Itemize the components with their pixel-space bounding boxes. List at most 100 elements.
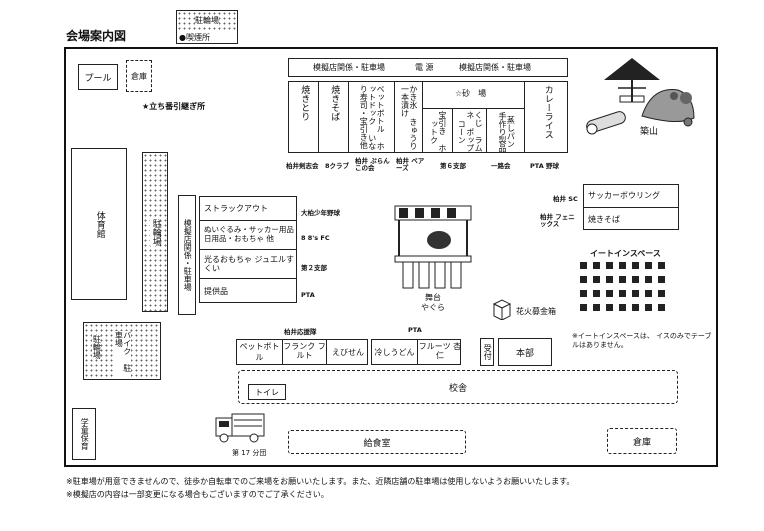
top-stall-row: 焼きとり 焼きそば ベットボトル ホットドック いなり寿司・宝引き他 かき氷 き… bbox=[288, 81, 568, 153]
group-label: 8 8's FC bbox=[301, 234, 330, 242]
stall-teikyo: 提供品 bbox=[204, 286, 228, 296]
stage-illustration bbox=[394, 205, 472, 289]
hanabi-box-icon bbox=[492, 299, 512, 320]
gakudo: 学童保育 bbox=[72, 408, 96, 460]
eatin-seat bbox=[645, 290, 652, 297]
group-label: 柏井 フェニックス bbox=[540, 213, 575, 229]
fire-truck-icon bbox=[215, 413, 265, 443]
stall-petbottle: ベットボトル ホットドック いなり寿司・宝引き他 bbox=[349, 82, 395, 152]
fire-label: 第 17 分団 bbox=[232, 449, 267, 457]
eatin-seat bbox=[632, 276, 639, 283]
eatin-seat bbox=[593, 262, 600, 269]
eatin-seat bbox=[580, 304, 587, 311]
footer-note-1: ※駐車場が用意できませんので、徒歩か自転車でのご来場をお願いいたします。また、近… bbox=[66, 477, 575, 486]
eatin-seat bbox=[645, 304, 652, 311]
eatin-seat bbox=[645, 276, 652, 283]
eatin-seat bbox=[606, 262, 613, 269]
group-label: PTA bbox=[301, 291, 315, 299]
group-label: PTA 野球 bbox=[530, 162, 559, 170]
stall-fruits: フルーツ 杏仁 bbox=[418, 342, 462, 360]
eatin-seat bbox=[645, 262, 652, 269]
stall-struckout: ストラックアウト bbox=[200, 197, 296, 221]
site-boundary bbox=[64, 47, 718, 467]
kitchen: 給食室 bbox=[288, 430, 466, 454]
uketsuke: 受付 bbox=[480, 338, 494, 366]
tsukiyama-illustration bbox=[586, 58, 695, 135]
top-strip-left: 模擬店関係・駐車場 bbox=[313, 63, 385, 72]
stall-nuigurumi: ぬいぐるみ・サッカー用品 日用品・おもちゃ 他 bbox=[200, 221, 296, 250]
stall-ebisen: えびせん bbox=[332, 347, 364, 357]
suna-label: ☆砂 場 bbox=[455, 89, 487, 98]
group-label: 柏井 SC bbox=[553, 195, 578, 203]
eatin-seat bbox=[658, 290, 665, 297]
eatin-seat bbox=[619, 276, 626, 283]
school-building: 校舎 bbox=[238, 370, 678, 404]
group-label: 柏井 ぷらんこの会 bbox=[355, 157, 390, 173]
stall-petbottle-bottom: ペットボトル bbox=[237, 340, 283, 364]
parking-mogi: 模擬店関係・駐車場 bbox=[178, 195, 196, 315]
eatin-seat bbox=[593, 276, 600, 283]
stall-mushipan: 蒸しパン 手作り製品 bbox=[498, 111, 516, 152]
eatin-seat bbox=[619, 304, 626, 311]
honbu: 本部 bbox=[498, 338, 552, 366]
stall-ramune: くじ ラムネ ポップコーン bbox=[453, 108, 487, 152]
gym: 体育館 bbox=[71, 148, 127, 300]
eatin-seat bbox=[632, 290, 639, 297]
legend-parking: 駐輪場 bbox=[177, 11, 237, 30]
eatin-seat bbox=[606, 290, 613, 297]
group-label: 柏井 ベアーズ bbox=[396, 157, 425, 173]
eatin-seat bbox=[580, 276, 587, 283]
stage-label: 舞台 やぐら bbox=[421, 293, 445, 312]
eatin-seat bbox=[658, 304, 665, 311]
suna-area: ☆砂 場 宝引き ホットク くじ ラムネ ポップコーン 蒸しパン 手作り製品 bbox=[423, 82, 525, 152]
top-strip-right: 模擬店関係・駐車場 bbox=[459, 63, 531, 72]
eatin-seat bbox=[658, 276, 665, 283]
right-stall-column: サッカーボウリング 焼きそば bbox=[583, 184, 679, 230]
bottom-stall-row-right: 冷しうどん フルーツ 杏仁 bbox=[371, 339, 461, 365]
bottom-stall-row-left: ペットボトル フランク フルト えびせん bbox=[236, 339, 368, 365]
group-label: 一路会 bbox=[491, 162, 511, 170]
eatin-seat bbox=[593, 290, 600, 297]
stall-hikaru: 光るおもちゃ ジュエルすくい bbox=[200, 250, 296, 279]
group-label: 8クラブ bbox=[325, 162, 350, 170]
eatin-seat bbox=[632, 304, 639, 311]
hanabi-label: 花火募金箱 bbox=[516, 307, 556, 316]
stall-hotok: 宝引き ホットク bbox=[423, 108, 453, 152]
group-label: 第２支部 bbox=[301, 264, 327, 272]
eatin-seat bbox=[632, 262, 639, 269]
legend-smoking: ●喫煙所 bbox=[179, 33, 210, 42]
stall-kakigori: かき氷 きゅうり一本漬け bbox=[395, 82, 423, 152]
stall-curry: カレーライス bbox=[542, 85, 553, 139]
tsukiyama-label: 築山 bbox=[640, 127, 659, 137]
eatin-seat bbox=[580, 262, 587, 269]
legend: 駐輪場 ●喫煙所 bbox=[176, 10, 238, 44]
top-strip: 模擬店関係・駐車場 電 源 模擬店関係・駐車場 bbox=[288, 58, 568, 77]
eatin-seat bbox=[580, 290, 587, 297]
eatin-seat bbox=[593, 304, 600, 311]
top-strip-center: 電 源 bbox=[415, 63, 434, 72]
group-label: 柏井応援隊 bbox=[284, 328, 317, 336]
group-label: 第６支部 bbox=[440, 162, 466, 170]
stall-yakisoba-right: 焼きそば bbox=[588, 214, 620, 224]
stall-udon: 冷しうどん bbox=[372, 340, 418, 364]
group-label: PTA bbox=[408, 326, 422, 334]
storage-big: 倉庫 bbox=[607, 428, 677, 454]
toilet: トイレ bbox=[248, 384, 286, 400]
storage-small: 倉庫 bbox=[126, 60, 152, 92]
stall-soccer-bowling: サッカーボウリング bbox=[584, 185, 678, 208]
stall-yakitori: 焼きとり bbox=[289, 82, 319, 152]
parking-bike-left: 駐輪場 バイク 駐車場 bbox=[83, 322, 161, 380]
eatin-seat bbox=[606, 276, 613, 283]
eatin-seats bbox=[580, 262, 680, 322]
eatin-title: イートインスペース bbox=[590, 249, 661, 258]
eatin-seat bbox=[619, 262, 626, 269]
group-label: 大柏少年野球 bbox=[301, 209, 340, 217]
eatin-seat bbox=[619, 290, 626, 297]
eatin-seat bbox=[606, 304, 613, 311]
stall-frankfurt: フランク フルト bbox=[283, 340, 327, 364]
pool: プール bbox=[78, 64, 118, 90]
mid-stall-column: ストラックアウト ぬいぐるみ・サッカー用品 日用品・おもちゃ 他 光るおもちゃ … bbox=[199, 196, 297, 303]
parking-bike: 駐輪場 bbox=[142, 152, 168, 312]
page-title: 会場案内図 bbox=[66, 29, 127, 43]
footer-note-2: ※模擬店の内容は一部変更になる場合もございますのでご了承ください。 bbox=[66, 490, 329, 499]
